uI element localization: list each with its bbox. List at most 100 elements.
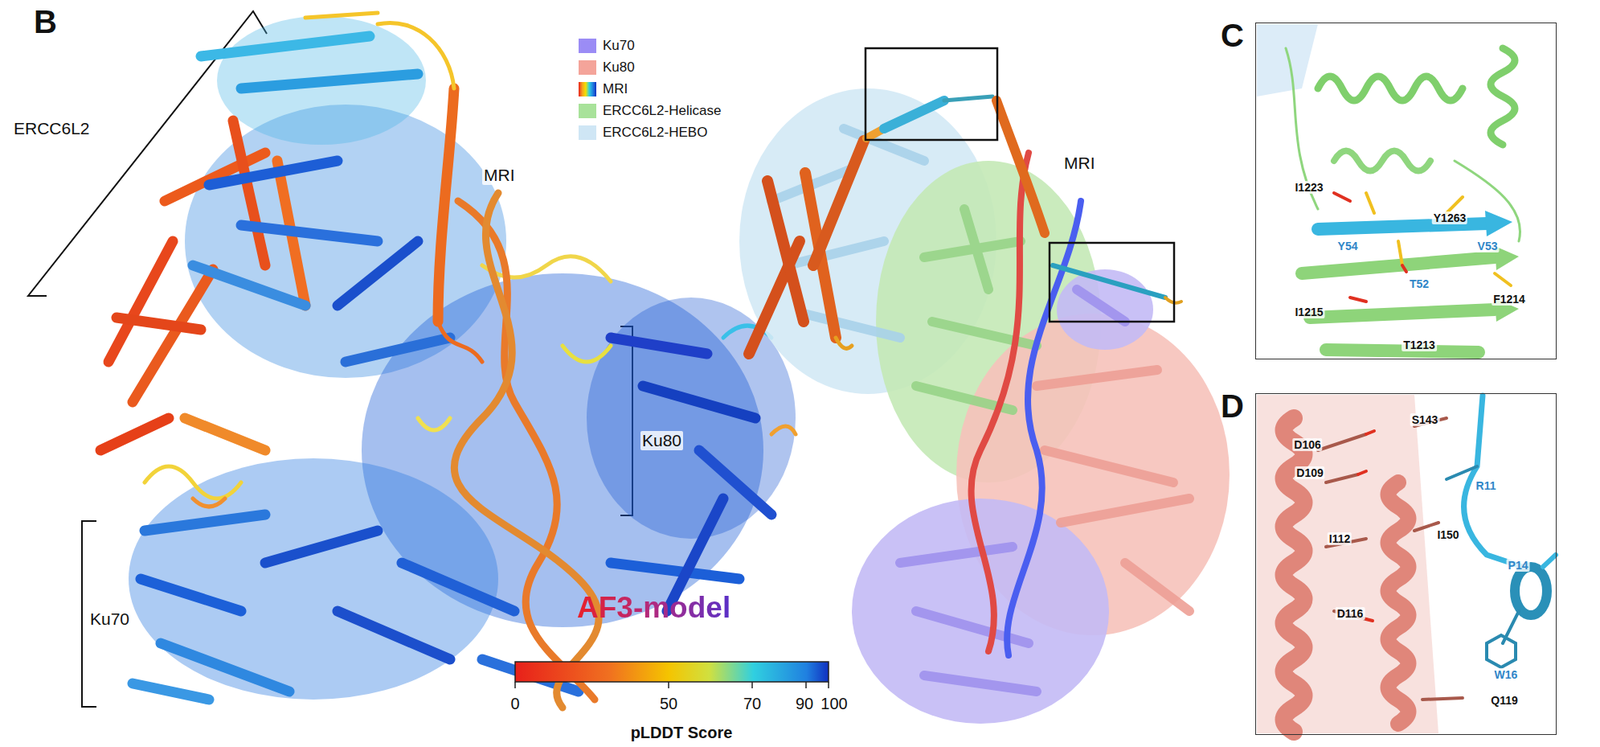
tick-label: 100 <box>820 694 848 713</box>
residue-label: Y1263 <box>1432 211 1468 225</box>
plddt-model-part-part <box>140 578 242 611</box>
legend-text: Ku80 <box>602 59 635 76</box>
plddt-model-part-part <box>208 160 338 185</box>
plddt-model-part-part <box>562 345 611 362</box>
plddt-model-part-part <box>610 337 708 354</box>
closeup-c-part <box>1490 48 1515 145</box>
color-bar-part <box>515 681 829 688</box>
closeup-d-part <box>1514 566 1547 615</box>
closeup-panel: DD106S143D109R11I112I150P14D116W16Q119 <box>1255 392 1557 735</box>
residue-label: I1215 <box>1293 305 1325 319</box>
domain-model-part <box>835 337 852 348</box>
plddt-model-part-part <box>417 417 451 430</box>
plddt-model-part-part <box>337 610 451 659</box>
closeup-d-part <box>1486 634 1516 668</box>
domain-model-part-part <box>932 321 1037 346</box>
legend-swatch <box>578 81 597 97</box>
domain-model-part-part <box>1125 562 1190 611</box>
chain-label: MRI <box>482 165 517 185</box>
color-bar-part-part <box>667 681 670 688</box>
plddt-model-part-part <box>192 265 306 306</box>
domain-model-part-part <box>964 208 989 290</box>
plddt-model-part-part <box>116 317 201 330</box>
plddt-model-part-part <box>699 450 772 515</box>
plddt-model-part-part <box>200 36 370 57</box>
domain-model-part-part <box>1076 289 1126 322</box>
domain-model <box>739 48 1230 724</box>
domain-model-part-part <box>767 180 804 322</box>
closeup-c-part <box>1256 24 1318 97</box>
plddt-model-part-part <box>144 514 266 531</box>
closeup-d-part <box>1464 395 1523 567</box>
panel-letter: B <box>33 3 58 41</box>
closeup-d-part <box>1358 430 1375 621</box>
closeup-c-part-part <box>1366 192 1375 213</box>
closeup-c-part <box>1334 192 1511 302</box>
closeup-c-part-part <box>1301 257 1495 274</box>
plddt-model-part-part <box>345 337 451 362</box>
closeup-d-part <box>1284 417 1305 732</box>
domain-model-part <box>883 100 945 129</box>
residue-label: V53 <box>1476 239 1500 253</box>
plddt-model-part <box>100 36 772 700</box>
domain-model-part <box>865 48 998 140</box>
residue-label: Y54 <box>1336 239 1360 253</box>
residue-label: F1214 <box>1491 292 1527 306</box>
plddt-model-part-part <box>100 417 169 451</box>
plddt-model-part-part <box>377 22 455 89</box>
plddt-model-part-part <box>265 530 378 563</box>
closeup-c-part-part <box>1402 265 1407 272</box>
closeup-d-part-part <box>1366 430 1375 434</box>
closeup-d-part <box>1542 554 1556 567</box>
closeup-c-part <box>1485 210 1513 237</box>
closeup-c-part <box>1301 257 1495 352</box>
closeup-c-part-part <box>1350 297 1367 302</box>
plddt-model-part-part <box>771 425 796 434</box>
plddt-model-part-part <box>437 321 483 362</box>
legend-text: ERCC6L2-HEBO <box>602 124 708 141</box>
plddt-model-part-part <box>437 88 455 322</box>
closeup-c-part-part <box>1494 273 1511 286</box>
plddt-model-part-part <box>144 466 242 499</box>
model-title: AF3-model <box>576 590 731 626</box>
color-bar-part-part <box>805 681 807 688</box>
domain-model-part <box>996 100 1045 234</box>
closeup-d-part <box>1388 482 1409 724</box>
color-bar-part <box>515 661 829 682</box>
domain-model-part-part <box>1044 450 1174 483</box>
closeup-d-part-part <box>1366 618 1373 621</box>
domain-model-part <box>748 140 864 354</box>
plddt-model-part-part <box>241 73 418 89</box>
panel-letter: C <box>1220 16 1244 54</box>
color-bar-part-part <box>827 681 830 688</box>
bracket-label: Ku80 <box>640 430 684 451</box>
legend-swatch <box>578 38 597 54</box>
closeup-d-part <box>1256 394 1439 733</box>
closeup-panel: CI1223Y1263Y54V53T52F1214I1215T1213 <box>1255 22 1557 360</box>
domain-model-part-part <box>1060 498 1190 523</box>
closeup-c-part <box>1334 151 1431 172</box>
plddt-model-part-part <box>160 642 290 692</box>
plddt-model-part-part <box>132 269 213 402</box>
closeup-d-part <box>1446 466 1478 479</box>
color-bar-part-part <box>514 681 516 688</box>
chain-label: MRI <box>1062 153 1097 173</box>
residue-label: D109 <box>1294 466 1325 479</box>
plddt-model-part-part <box>401 562 515 611</box>
bracket-label: Ku70 <box>88 609 131 629</box>
color-bar-part-part <box>751 681 753 688</box>
residue-label: S143 <box>1410 413 1441 426</box>
domain-model-part <box>1049 242 1175 322</box>
residue-label: T1213 <box>1401 338 1437 352</box>
residue-label: T52 <box>1407 277 1431 291</box>
residue-label: W16 <box>1493 667 1520 681</box>
plddt-model-part-part <box>192 498 226 507</box>
domain-model-part-part <box>813 140 864 266</box>
closeup-c-part-part <box>1334 192 1351 201</box>
plddt-model-part-part <box>337 241 418 306</box>
legend-text: ERCC6L2-Helicase <box>602 102 721 119</box>
plddt-model-part <box>454 192 599 708</box>
bracket-label: ERCC6L2 <box>12 118 92 139</box>
closeup-c-part-part <box>1309 309 1495 318</box>
